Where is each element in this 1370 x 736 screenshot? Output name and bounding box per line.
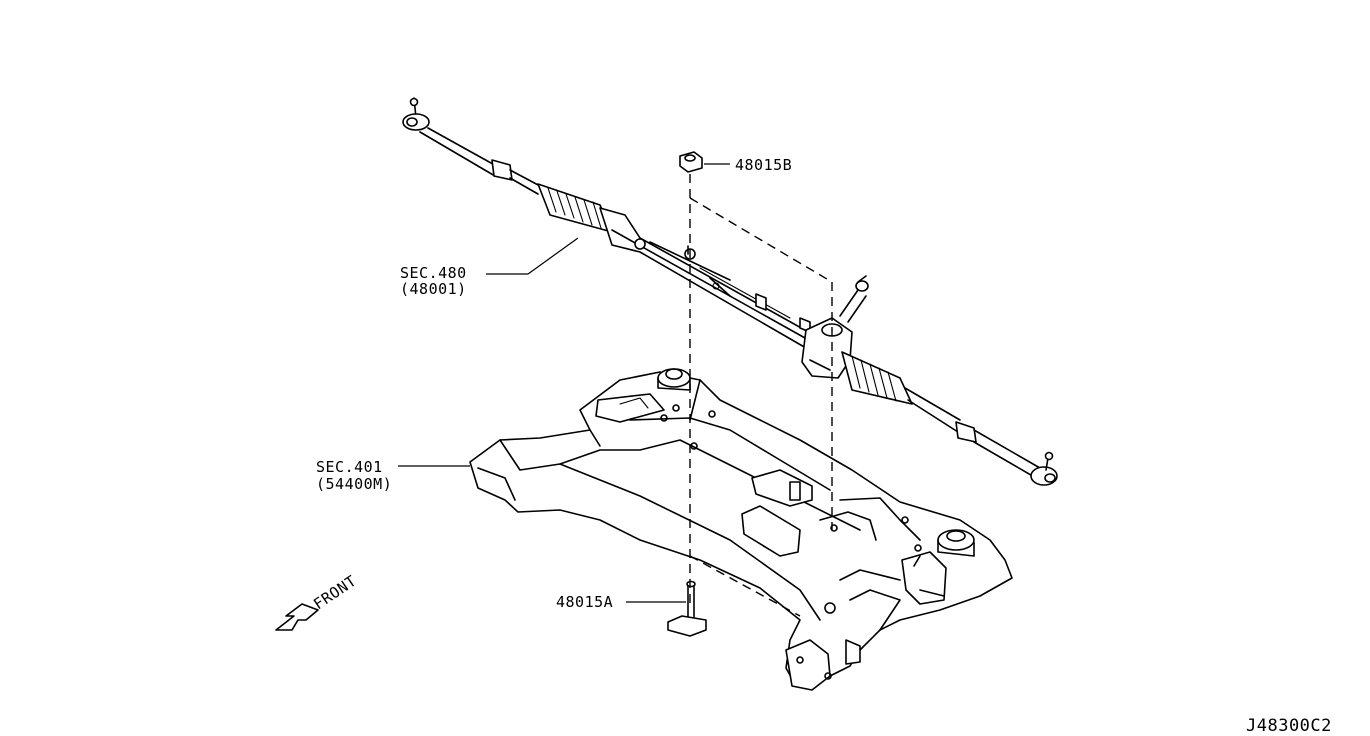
member-section-label: SEC.401: [316, 458, 383, 476]
nut-part-number: 48015B: [735, 156, 792, 174]
center-slot: [741, 469, 813, 557]
front-direction-indicator: FRONT: [275, 572, 360, 631]
right-boot: [841, 351, 913, 405]
right-mount-bushing: [937, 529, 975, 557]
member-part-number: (54400M): [316, 475, 392, 493]
rack-section-label: SEC.480: [400, 264, 467, 282]
left-mount-bushing: [657, 368, 691, 391]
diagram-code: J48300C2: [1246, 716, 1332, 736]
left-tie-rod-end: [402, 97, 501, 177]
front-label: FRONT: [310, 572, 360, 614]
steering-gear-assembly: [402, 97, 1058, 486]
rack-part-number: (48001): [400, 280, 467, 298]
assembly-dashed-lines: [689, 174, 833, 617]
front-arrow-icon: [275, 603, 319, 631]
right-tie-rod-end: [973, 429, 1058, 486]
nut-48015b: [679, 151, 703, 173]
leader-sec-480: [486, 237, 579, 275]
bolt-part-number: 48015A: [556, 593, 613, 611]
front-suspension-member: [469, 368, 1013, 691]
bolt-48015a: [667, 580, 707, 637]
rack-housing: [599, 207, 813, 349]
